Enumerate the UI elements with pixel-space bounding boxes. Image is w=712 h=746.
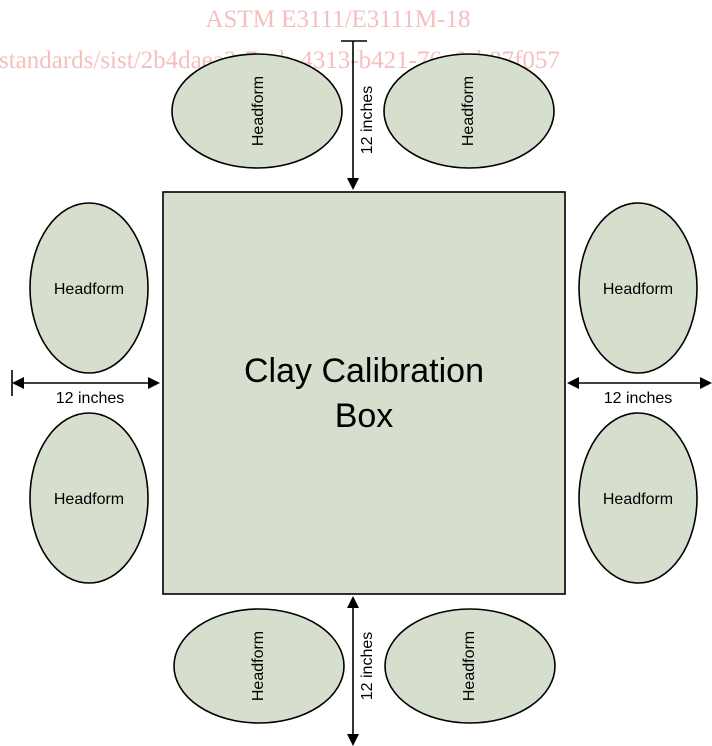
headform-label: Headform bbox=[54, 491, 124, 508]
box-label-line-2: Box bbox=[335, 397, 394, 435]
watermark-title: ASTM E3111/E3111M-18 bbox=[205, 6, 470, 33]
dimension-label-top: 12 inches bbox=[359, 86, 376, 155]
box-label-line-1: Clay Calibration bbox=[244, 352, 484, 390]
headform-left-bottom: Headform bbox=[29, 412, 149, 584]
headform-label: Headform bbox=[250, 631, 267, 701]
headform-label: Headform bbox=[250, 76, 267, 146]
dimension-label-bottom: 12 inches bbox=[359, 632, 376, 701]
headform-bottom-right: Headform bbox=[384, 608, 556, 724]
headform-label: Headform bbox=[460, 76, 477, 146]
headform-label: Headform bbox=[461, 631, 478, 701]
dimension-label-left: 12 inches bbox=[56, 390, 125, 407]
headform-right-bottom: Headform bbox=[578, 412, 698, 584]
dimension-arrow-right: 12 inches bbox=[567, 377, 712, 407]
headform-left-top: Headform bbox=[29, 202, 149, 374]
dimension-arrow-bottom: 12 inches bbox=[347, 596, 376, 746]
headform-top-left: Headform bbox=[171, 53, 343, 169]
headform-bottom-left: Headform bbox=[173, 608, 345, 724]
dimension-label-right: 12 inches bbox=[604, 390, 673, 407]
dimension-arrow-top: 12 inches bbox=[341, 40, 376, 190]
headform-label: Headform bbox=[603, 491, 673, 508]
headform-top-right: Headform bbox=[383, 53, 555, 169]
headform-label: Headform bbox=[54, 281, 124, 298]
clay-calibration-box bbox=[162, 191, 566, 595]
headform-right-top: Headform bbox=[578, 202, 698, 374]
headform-label: Headform bbox=[603, 281, 673, 298]
dimension-arrow-left: 12 inches bbox=[11, 370, 160, 407]
